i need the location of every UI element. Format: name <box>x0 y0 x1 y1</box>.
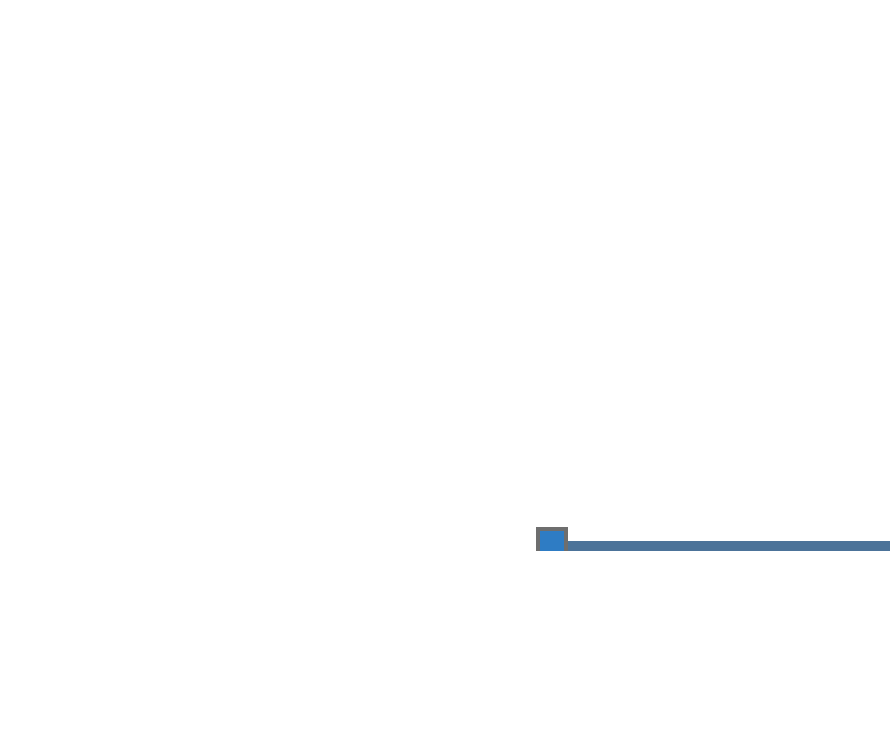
horizontal-scrollbar[interactable] <box>536 527 890 551</box>
scrollbar-track[interactable] <box>536 541 890 551</box>
scrollbar-thumb[interactable] <box>536 527 568 551</box>
scrollbar-thumb-fill[interactable] <box>540 531 564 551</box>
